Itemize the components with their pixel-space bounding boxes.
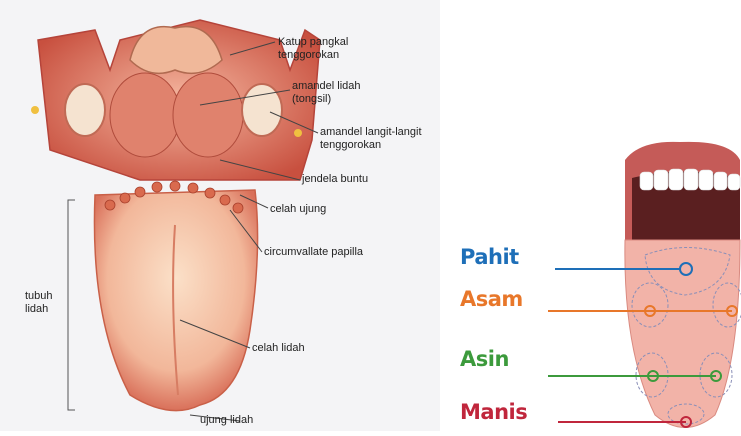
tongue-anatomy-illustration: [0, 0, 440, 431]
taste-label-pahit: Pahit: [460, 245, 519, 269]
side-marker-right: [294, 129, 302, 137]
taste-label-asam: Asam: [460, 287, 523, 311]
taste-map-panel: Pahit Asam Asin Manis: [440, 0, 741, 431]
label-jendela-buntu: jendela buntu: [302, 173, 368, 186]
label-celah-ujung: celah ujung: [270, 203, 326, 216]
label-ujung-lidah: ujung lidah: [200, 414, 253, 427]
lingual-tonsil-left: [110, 73, 180, 157]
lingual-tonsil-right: [173, 73, 243, 157]
label-amandel-lidah: amandel lidah (tongsil): [292, 80, 361, 106]
tongue-body-bracket: [68, 200, 75, 410]
taste-label-manis: Manis: [460, 400, 527, 424]
label-amandel-langit: amandel langit-langit tenggorokan: [320, 126, 422, 152]
label-katup-pangkal: Katup pangkal tenggorokan: [278, 36, 348, 62]
palatine-tonsil-right: [242, 84, 282, 136]
label-tubuh-lidah: tubuh lidah: [25, 290, 53, 316]
label-circumvallate: circumvallate papilla: [264, 246, 363, 259]
palatine-tonsil-left: [65, 84, 105, 136]
side-marker-left: [31, 106, 39, 114]
label-celah-lidah: celah lidah: [252, 342, 305, 355]
anatomy-diagram-panel: Katup pangkal tenggorokan amandel lidah …: [0, 0, 440, 431]
taste-label-asin: Asin: [460, 347, 509, 371]
